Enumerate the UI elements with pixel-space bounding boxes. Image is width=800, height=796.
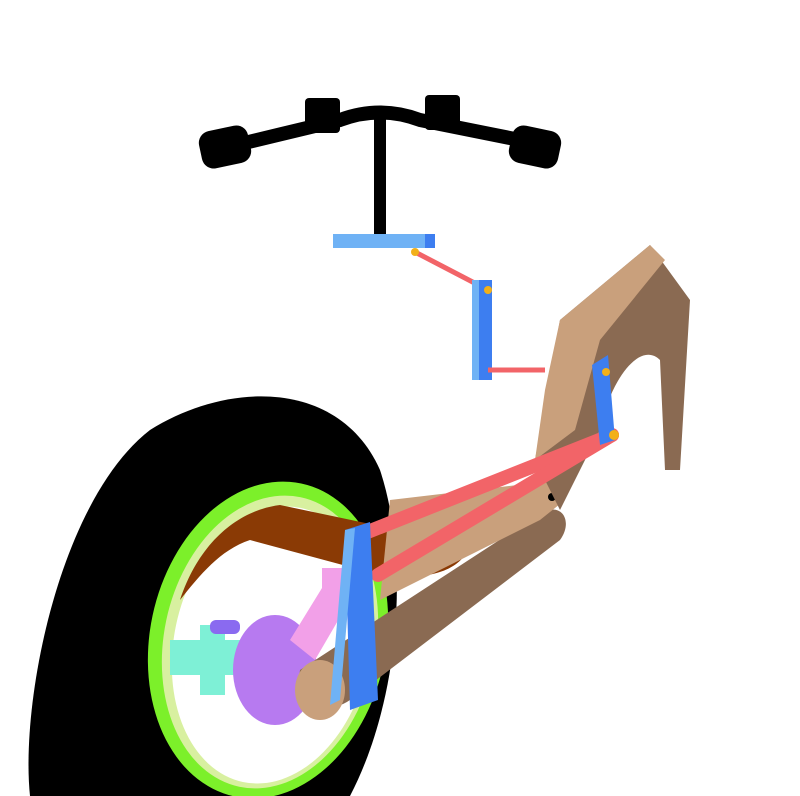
handlebar — [198, 95, 562, 237]
link-rod-lower — [371, 428, 619, 582]
joint — [411, 248, 419, 256]
steering-plate — [333, 234, 435, 248]
swing-arm-end — [295, 660, 345, 720]
steering-arm-left-face — [330, 528, 355, 705]
steering-arm-left — [345, 522, 378, 710]
joint — [602, 368, 610, 376]
steering-arm-right — [592, 355, 615, 445]
grip-right — [508, 125, 562, 169]
axle-collar — [200, 625, 225, 695]
stem — [374, 112, 386, 237]
hub-cap — [210, 620, 240, 634]
hub-assembly — [170, 568, 350, 725]
grip-left — [198, 125, 252, 169]
link-rod-upper — [353, 428, 619, 542]
joint — [484, 286, 492, 294]
bracket-top — [322, 568, 344, 608]
joint — [609, 430, 619, 440]
